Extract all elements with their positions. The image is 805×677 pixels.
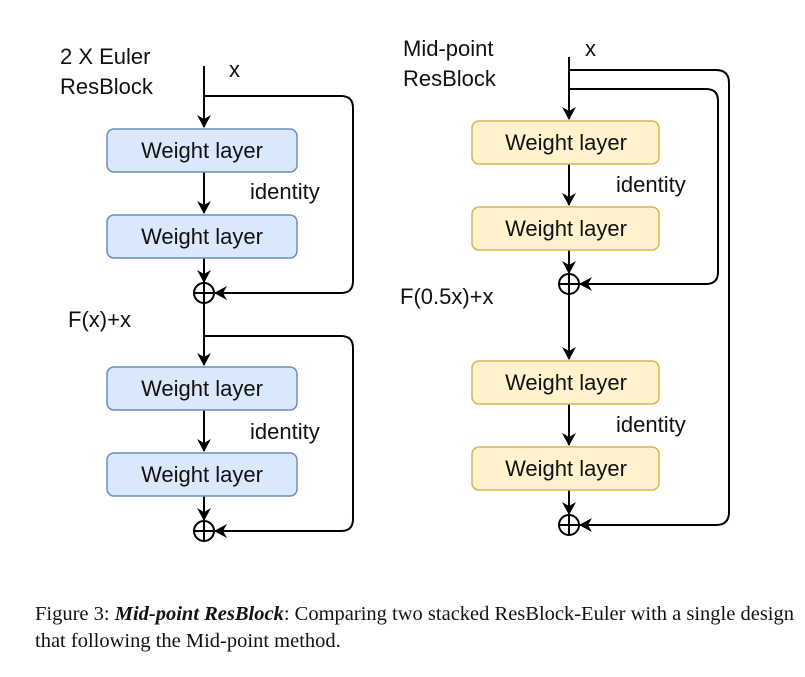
euler-weight-layer-1: Weight layer [106, 128, 298, 173]
euler-add-node-2-icon [193, 520, 215, 542]
euler-resblock: 2 X Euler ResBlock x Weight layer Weight… [60, 44, 354, 542]
midpoint-skip-connection-inner [569, 88, 719, 291]
midpoint-skip-connection-outer [569, 69, 730, 532]
euler-weight-layer-2: Weight layer [106, 214, 298, 259]
svg-text:Weight layer: Weight layer [141, 462, 263, 487]
midpoint-weight-layer-4: Weight layer [471, 446, 660, 491]
figure-caption: Figure 3: Mid-point ResBlock: Comparing … [35, 601, 800, 655]
euler-title-line2: ResBlock [60, 74, 154, 99]
euler-input-label: x [229, 57, 240, 82]
midpoint-title-line1: Mid-point [403, 36, 493, 61]
midpoint-resblock: Mid-point ResBlock x Weight layer Weight… [400, 36, 730, 536]
euler-weight-layer-3: Weight layer [106, 366, 298, 411]
euler-add-node-1-icon [193, 282, 215, 304]
midpoint-add-node-1-icon [558, 273, 580, 295]
euler-skip-connection-1 [204, 95, 354, 300]
euler-identity-label-2: identity [250, 419, 320, 444]
svg-text:Weight layer: Weight layer [141, 138, 263, 163]
midpoint-weight-layer-1: Weight layer [471, 120, 660, 165]
midpoint-input-label: x [585, 36, 596, 61]
midpoint-add-node-2-icon [558, 514, 580, 536]
midpoint-intermediate-label: F(0.5x)+x [400, 284, 494, 309]
caption-text: : Comparing two stacked ResBlock-Euler w… [35, 603, 794, 652]
euler-skip-connection-2 [204, 335, 354, 538]
svg-text:Weight layer: Weight layer [505, 370, 627, 395]
svg-text:Weight layer: Weight layer [141, 376, 263, 401]
caption-emphasis: Mid-point ResBlock [114, 603, 284, 625]
svg-text:Weight layer: Weight layer [505, 130, 627, 155]
svg-text:Weight layer: Weight layer [505, 216, 627, 241]
midpoint-identity-label-2: identity [616, 412, 686, 437]
svg-text:Weight layer: Weight layer [505, 456, 627, 481]
midpoint-weight-layer-3: Weight layer [471, 360, 660, 405]
euler-weight-layer-4: Weight layer [106, 452, 298, 497]
euler-intermediate-label: F(x)+x [68, 307, 131, 332]
resblock-diagram: 2 X Euler ResBlock x Weight layer Weight… [60, 36, 730, 542]
svg-text:Weight layer: Weight layer [141, 224, 263, 249]
euler-title-line1: 2 X Euler [60, 44, 151, 69]
euler-identity-label-1: identity [250, 179, 320, 204]
midpoint-weight-layer-2: Weight layer [471, 206, 660, 251]
caption-prefix: Figure 3: [35, 603, 115, 625]
midpoint-title-line2: ResBlock [403, 66, 497, 91]
midpoint-identity-label-1: identity [616, 172, 686, 197]
